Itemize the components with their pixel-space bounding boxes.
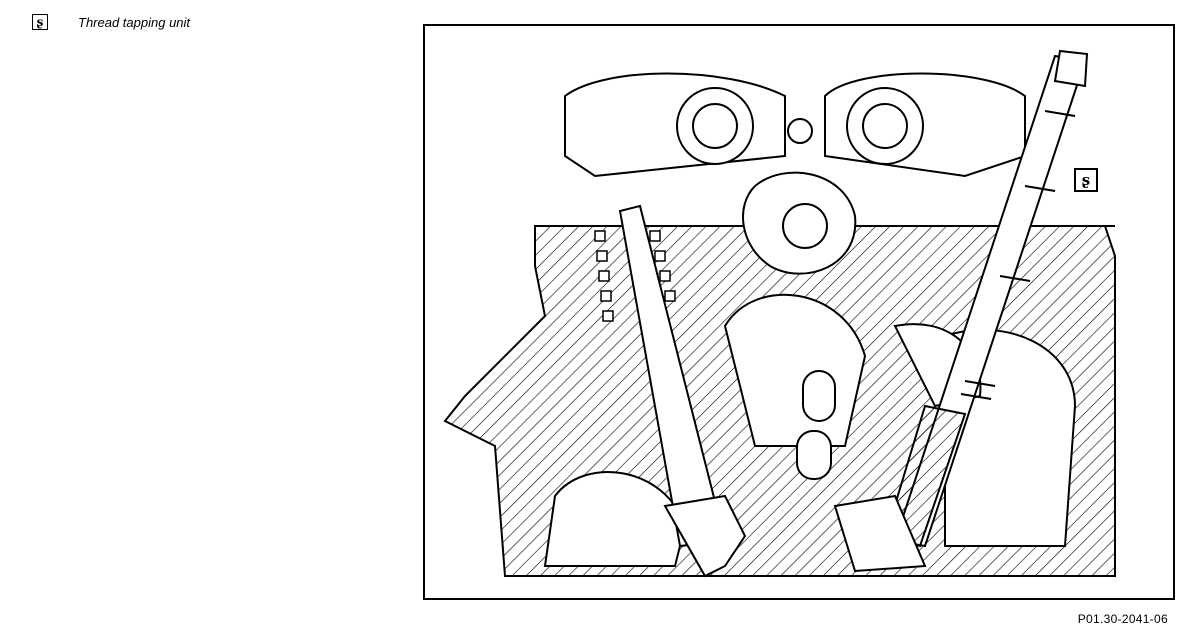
thread-tapping-unit — [883, 49, 1089, 548]
figure-reference: P01.30-2041-06 — [1077, 612, 1168, 626]
legend: ʂ Thread tapping unit — [32, 14, 190, 30]
thread-tapping-callout-icon: ʂ — [1074, 168, 1098, 192]
exhaust-port — [833, 494, 927, 573]
oil-bore-lower — [796, 430, 832, 480]
intake-valve — [618, 204, 747, 578]
legend-label: Thread tapping unit — [78, 14, 191, 30]
pivot-pin — [787, 118, 813, 144]
cylinder-head-illustration — [423, 24, 1175, 600]
valve-spring — [594, 230, 676, 322]
oil-bore-upper — [802, 370, 836, 422]
thread-tapping-tool-icon: ʂ — [32, 14, 48, 30]
